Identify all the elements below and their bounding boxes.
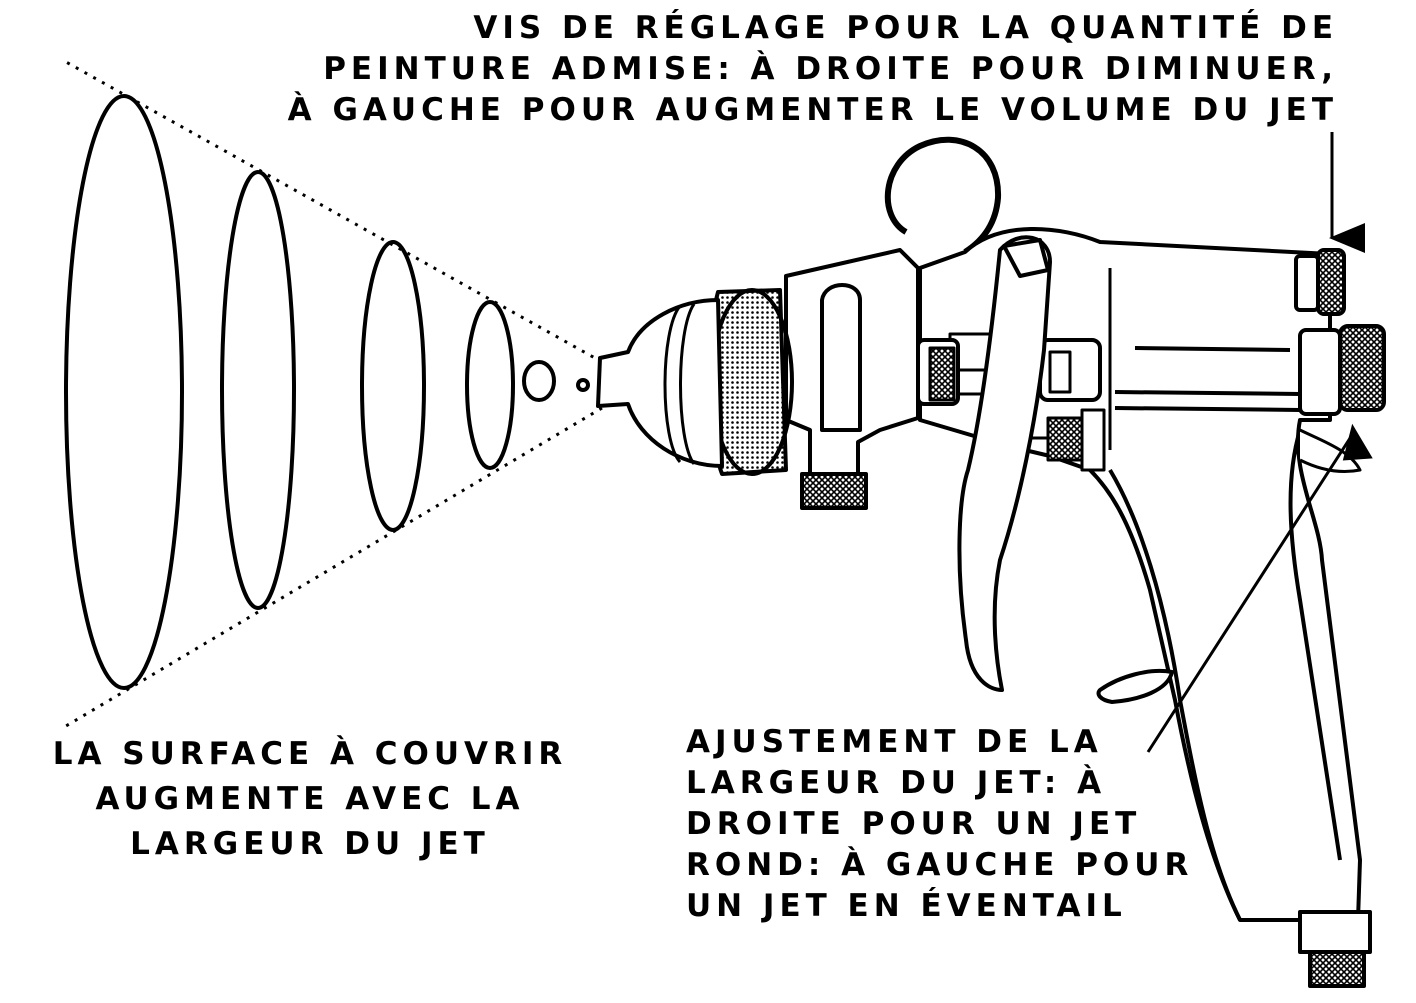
label-quantity-screw: VIS DE RÉGLAGE POUR LA QUANTITÉ DE PEINT… (238, 8, 1338, 131)
label-surface-line-3: LARGEUR DU JET (130, 826, 490, 862)
arrow-jet-width (1146, 423, 1373, 753)
label-jet-width-line-3: DROITE POUR UN JET (686, 806, 1142, 842)
label-jet-width: AJUSTEMENT DE LA LARGEUR DU JET: À DROIT… (686, 722, 1246, 927)
label-surface: LA SURFACE À COUVRIR AUGMENTE AVEC LA LA… (20, 732, 600, 867)
label-jet-width-line-5: UN JET EN ÉVENTAIL (686, 888, 1127, 924)
spray-ellipses (64, 94, 590, 690)
label-surface-line-2: AUGMENTE AVEC LA (95, 781, 525, 817)
pointer-arrows (1146, 132, 1373, 753)
label-jet-width-line-4: ROND: À GAUCHE POUR (686, 847, 1194, 883)
label-quantity-screw-line-1: VIS DE RÉGLAGE POUR LA QUANTITÉ DE (473, 10, 1338, 46)
label-quantity-screw-line-2: PEINTURE ADMISE: À DROITE POUR DIMINUER, (323, 51, 1338, 87)
spray-cone (65, 60, 603, 728)
label-surface-line-1: LA SURFACE À COUVRIR (52, 736, 568, 772)
label-quantity-screw-line-3: À GAUCHE POUR AUGMENTER LE VOLUME DU JET (287, 92, 1338, 128)
label-jet-width-line-2: LARGEUR DU JET: À (686, 765, 1107, 801)
label-jet-width-line-1: AJUSTEMENT DE LA (686, 724, 1103, 760)
